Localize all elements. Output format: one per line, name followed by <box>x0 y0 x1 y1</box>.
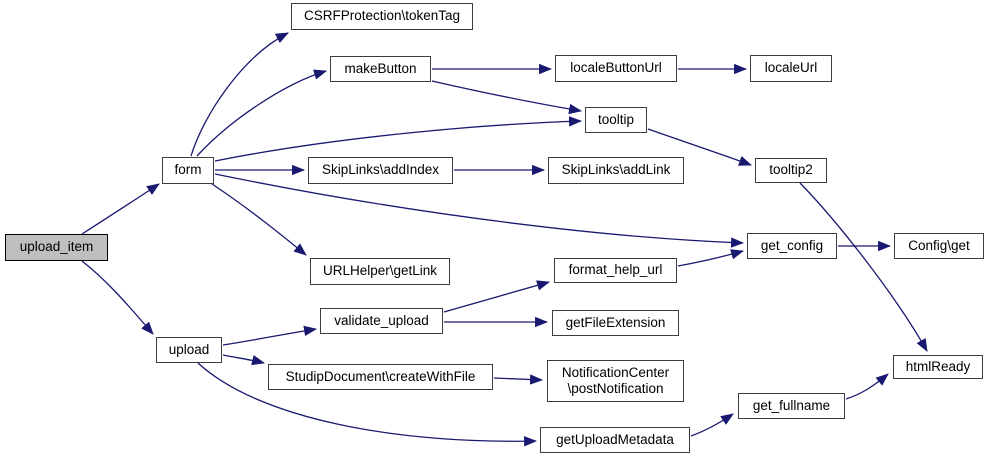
node-urlhelper-getlink[interactable]: URLHelper\getLink <box>310 258 450 285</box>
node-studipdocument-createwithfile[interactable]: StudipDocument\createWithFile <box>268 364 493 390</box>
node-htmlready[interactable]: htmlReady <box>893 355 983 379</box>
node-tooltip[interactable]: tooltip <box>585 107 647 133</box>
node-csrfprotection-tokentag[interactable]: CSRFProtection\tokenTag <box>291 3 473 30</box>
node-notificationcenter-postnotification[interactable]: NotificationCenter \postNotification <box>547 360 684 402</box>
node-tooltip2[interactable]: tooltip2 <box>755 158 827 183</box>
node-localebuttonurl[interactable]: localeButtonUrl <box>555 55 677 82</box>
edge-form-to-url_helper_get_link <box>211 183 307 256</box>
node-skiplinks-addindex[interactable]: SkipLinks\addIndex <box>308 157 453 184</box>
node-validate-upload[interactable]: validate_upload <box>320 308 443 334</box>
node-get-config[interactable]: get_config <box>747 233 837 259</box>
edge-get_fullname-to-html_ready <box>845 373 889 400</box>
edge-format_help_url-to-get_config <box>677 249 745 267</box>
node-form[interactable]: form <box>162 157 214 184</box>
edge-upload-to-get_upload_metadata <box>197 362 538 447</box>
node-config-get[interactable]: Config\get <box>894 233 984 259</box>
node-getfileextension[interactable]: getFileExtension <box>552 310 679 336</box>
edge-form-to-get_config <box>214 173 745 248</box>
node-format-help-url[interactable]: format_help_url <box>554 258 677 283</box>
edge-make_button-to-tooltip <box>431 80 583 115</box>
edge-validate_upload-to-format_help_url <box>443 280 550 313</box>
node-upload[interactable]: upload <box>156 337 222 363</box>
edge-tooltip2-to-html_ready <box>799 182 928 352</box>
edge-form-to-make_button <box>196 69 327 157</box>
node-upload-item[interactable]: upload_item <box>5 234 108 261</box>
edge-form-to-tooltip <box>214 116 583 162</box>
node-get-fullname[interactable]: get_fullname <box>738 393 845 419</box>
node-skiplinks-addlink[interactable]: SkipLinks\addLink <box>548 157 684 184</box>
edge-upload_item-to-form <box>81 183 160 235</box>
edge-upload-to-validate_upload <box>222 325 318 346</box>
edge-form-to-csrf_tokentag <box>190 32 289 157</box>
edge-tooltip-to-tooltip2 <box>647 128 752 166</box>
node-getuploadmetadata[interactable]: getUploadMetadata <box>540 427 690 453</box>
node-localeurl[interactable]: localeUrl <box>750 55 832 82</box>
node-makebutton[interactable]: makeButton <box>330 56 431 82</box>
edge-studip_document_create_with_file-to-notification_center_post_notification <box>493 374 544 385</box>
edge-upload_item-to-upload <box>81 260 154 335</box>
edge-get_upload_metadata-to-get_fullname <box>690 413 734 437</box>
edge-upload-to-studip_document_create_with_file <box>222 354 266 366</box>
